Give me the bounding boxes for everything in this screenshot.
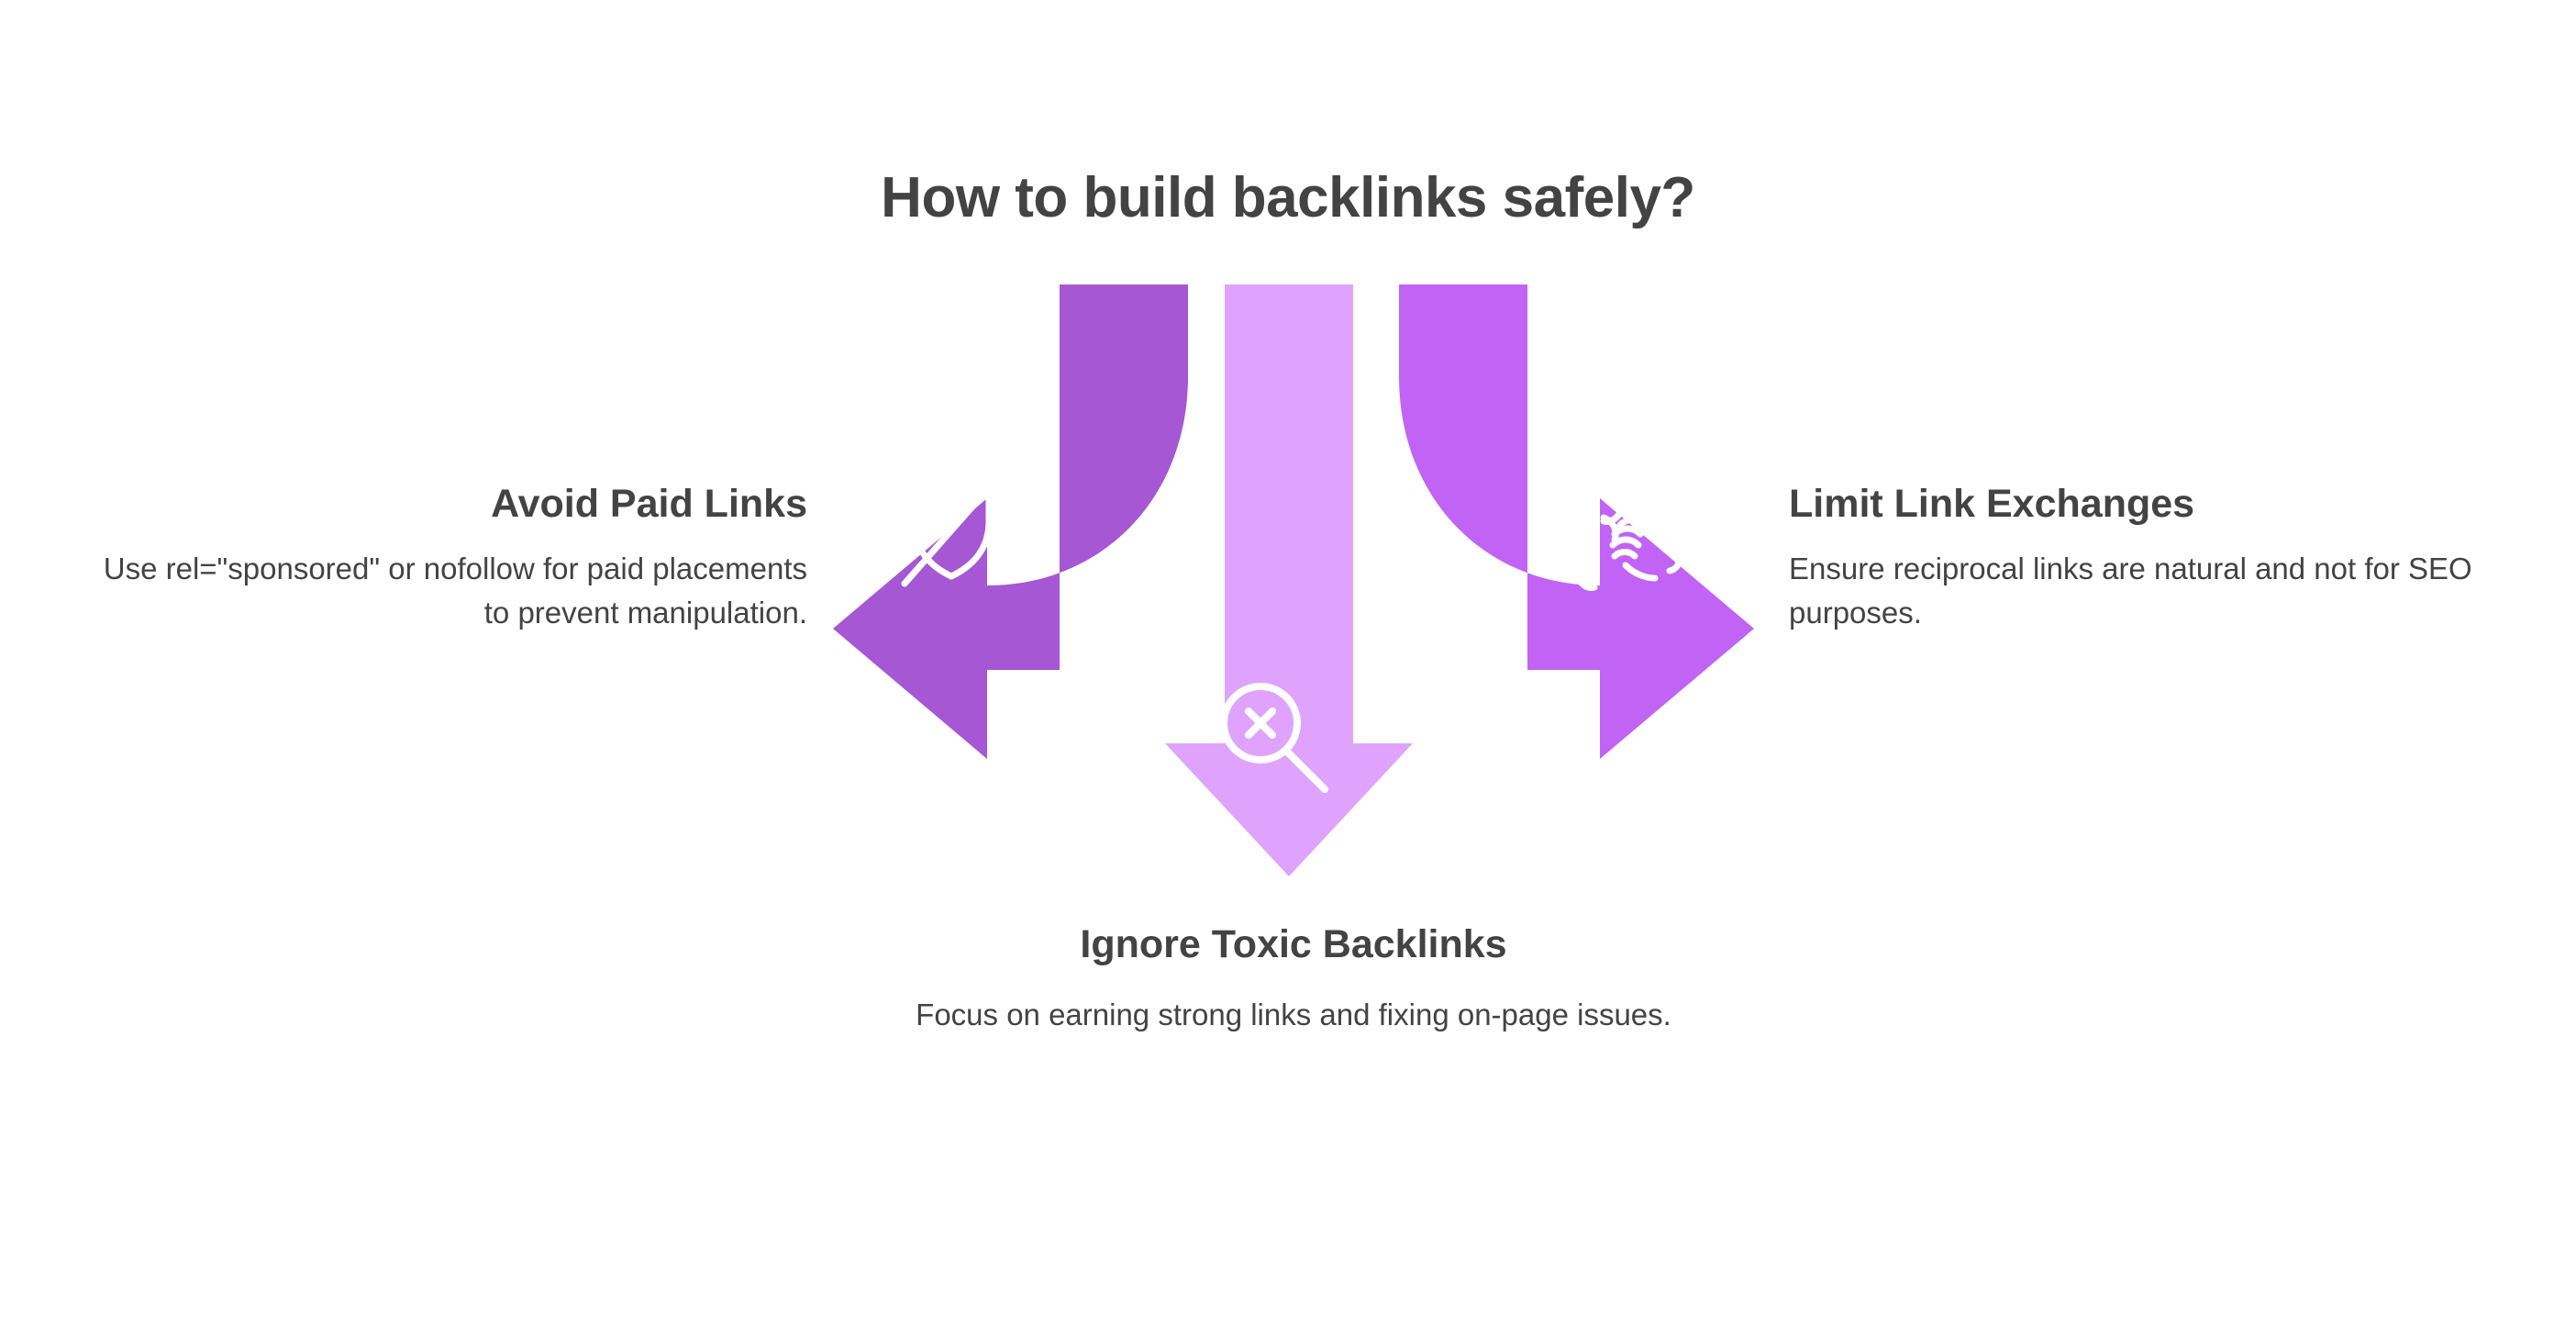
node-avoid-paid-links[interactable]: Avoid Paid Links Use rel="sponsored" or …	[101, 482, 807, 635]
left-arrow-shape	[833, 284, 1188, 759]
left-arrow[interactable]	[807, 284, 1316, 762]
node-left-description: Use rel="sponsored" or nofollow for paid…	[103, 552, 807, 630]
node-limit-link-exchanges[interactable]: Limit Link Exchanges Ensure reciprocal l…	[1789, 482, 2514, 635]
right-arrow[interactable]	[1399, 284, 1754, 759]
arrow-diagram	[807, 284, 1754, 876]
node-right-title: Limit Link Exchanges	[1789, 482, 2195, 526]
node-bottom-title: Ignore Toxic Backlinks	[1080, 922, 1507, 966]
node-ignore-toxic-backlinks[interactable]: Ignore Toxic Backlinks Focus on earning …	[862, 922, 1725, 1037]
node-left-title: Avoid Paid Links	[491, 482, 807, 526]
page-title: How to build backlinks safely?	[881, 165, 1695, 229]
node-bottom-description: Focus on earning strong links and fixing…	[916, 998, 1671, 1032]
right-arrow-shape	[1399, 284, 1754, 759]
node-right-description: Ensure reciprocal links are natural and …	[1789, 552, 2472, 630]
